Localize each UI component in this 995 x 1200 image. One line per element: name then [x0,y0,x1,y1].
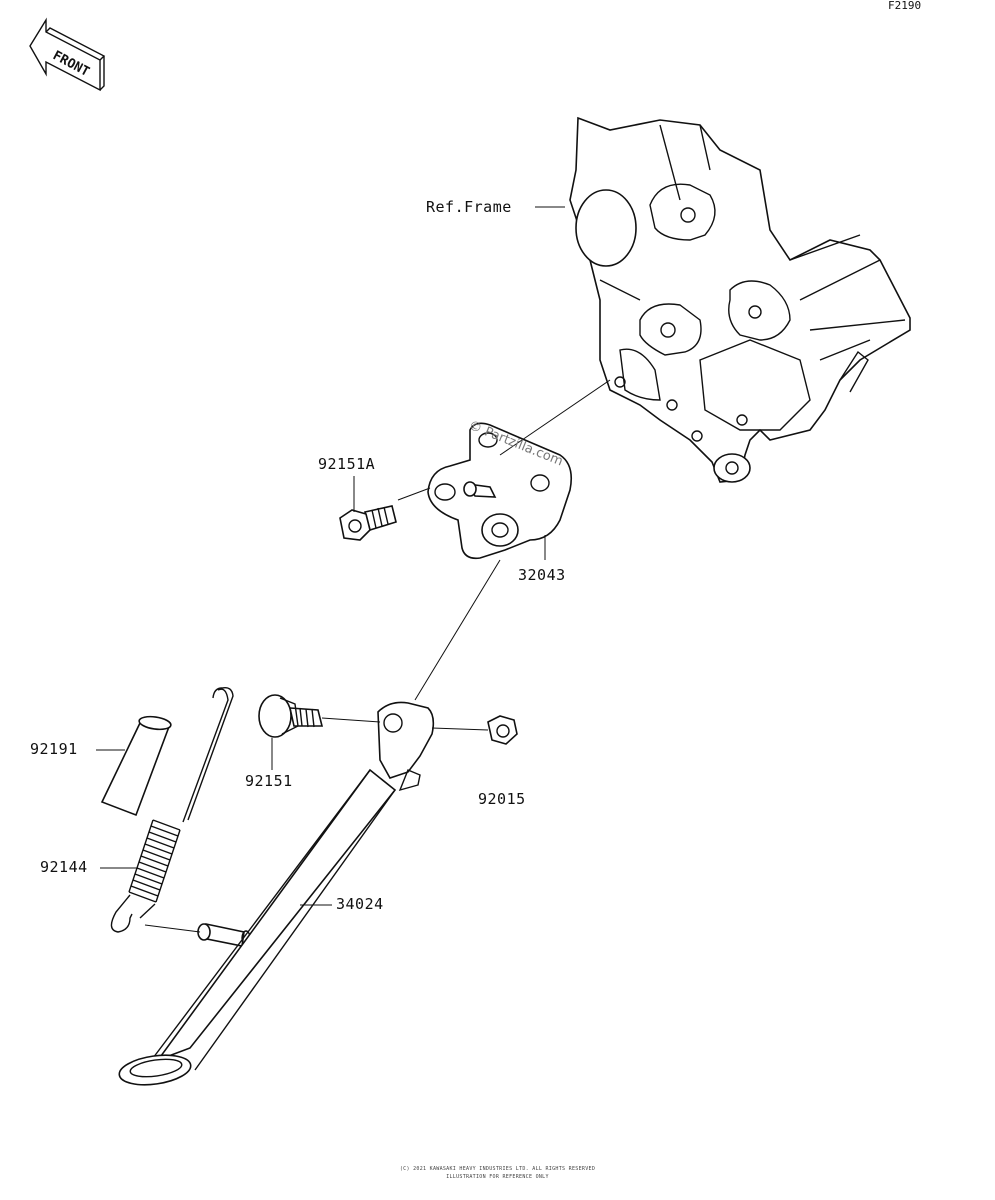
frame-drawing [569,116,911,483]
diagram-code: F2190 [888,0,922,12]
spring-92144 [110,686,234,933]
bolt-92151 [258,694,324,738]
footer-line-1: (C) 2021 KAWASAKI HEAVY INDUSTRIES LTD. … [399,1166,596,1172]
label-92144[interactable]: 92144 [40,858,88,876]
label-92015[interactable]: 92015 [478,790,526,808]
label-ref-frame[interactable]: Ref.Frame [426,198,512,216]
label-92191[interactable]: 92191 [30,740,78,758]
label-92151A[interactable]: 92151A [318,455,376,473]
bolt-92151A [339,505,397,541]
bracket-32043 [427,422,573,560]
sleeve-92191 [100,715,172,817]
label-92151[interactable]: 92151 [245,772,293,790]
side-stand-34024 [118,701,435,1086]
pin [197,923,251,947]
leader-lines [96,206,611,933]
label-34024[interactable]: 34024 [336,895,384,913]
label-32043[interactable]: 32043 [518,566,566,584]
front-arrow-icon: FRONT [29,17,106,92]
nut-92015 [487,715,518,745]
footer-line-2: ILLUSTRATION FOR REFERENCE ONLY [446,1174,549,1180]
